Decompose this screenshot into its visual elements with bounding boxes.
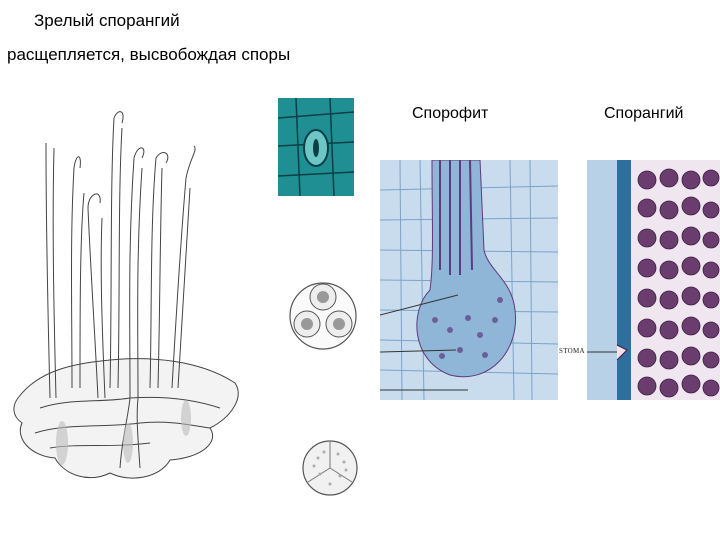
label-sporophyte: Спорофит [412,105,489,122]
stoma-annotation: STOMA [559,347,585,355]
spore-tetrad-illustration [289,282,357,350]
spore-illustration [302,440,358,496]
title-line-2: расщепляется, высвобождая споры [7,45,291,64]
stoma-micrograph [278,98,354,196]
sporangium-micrograph [587,160,720,400]
sporophyte-micrograph [380,160,558,400]
hornwort-plant-illustration [13,111,239,479]
title-line-1: Зрелый спорангий [34,11,180,30]
label-sporangium: Спорангий [604,105,684,122]
